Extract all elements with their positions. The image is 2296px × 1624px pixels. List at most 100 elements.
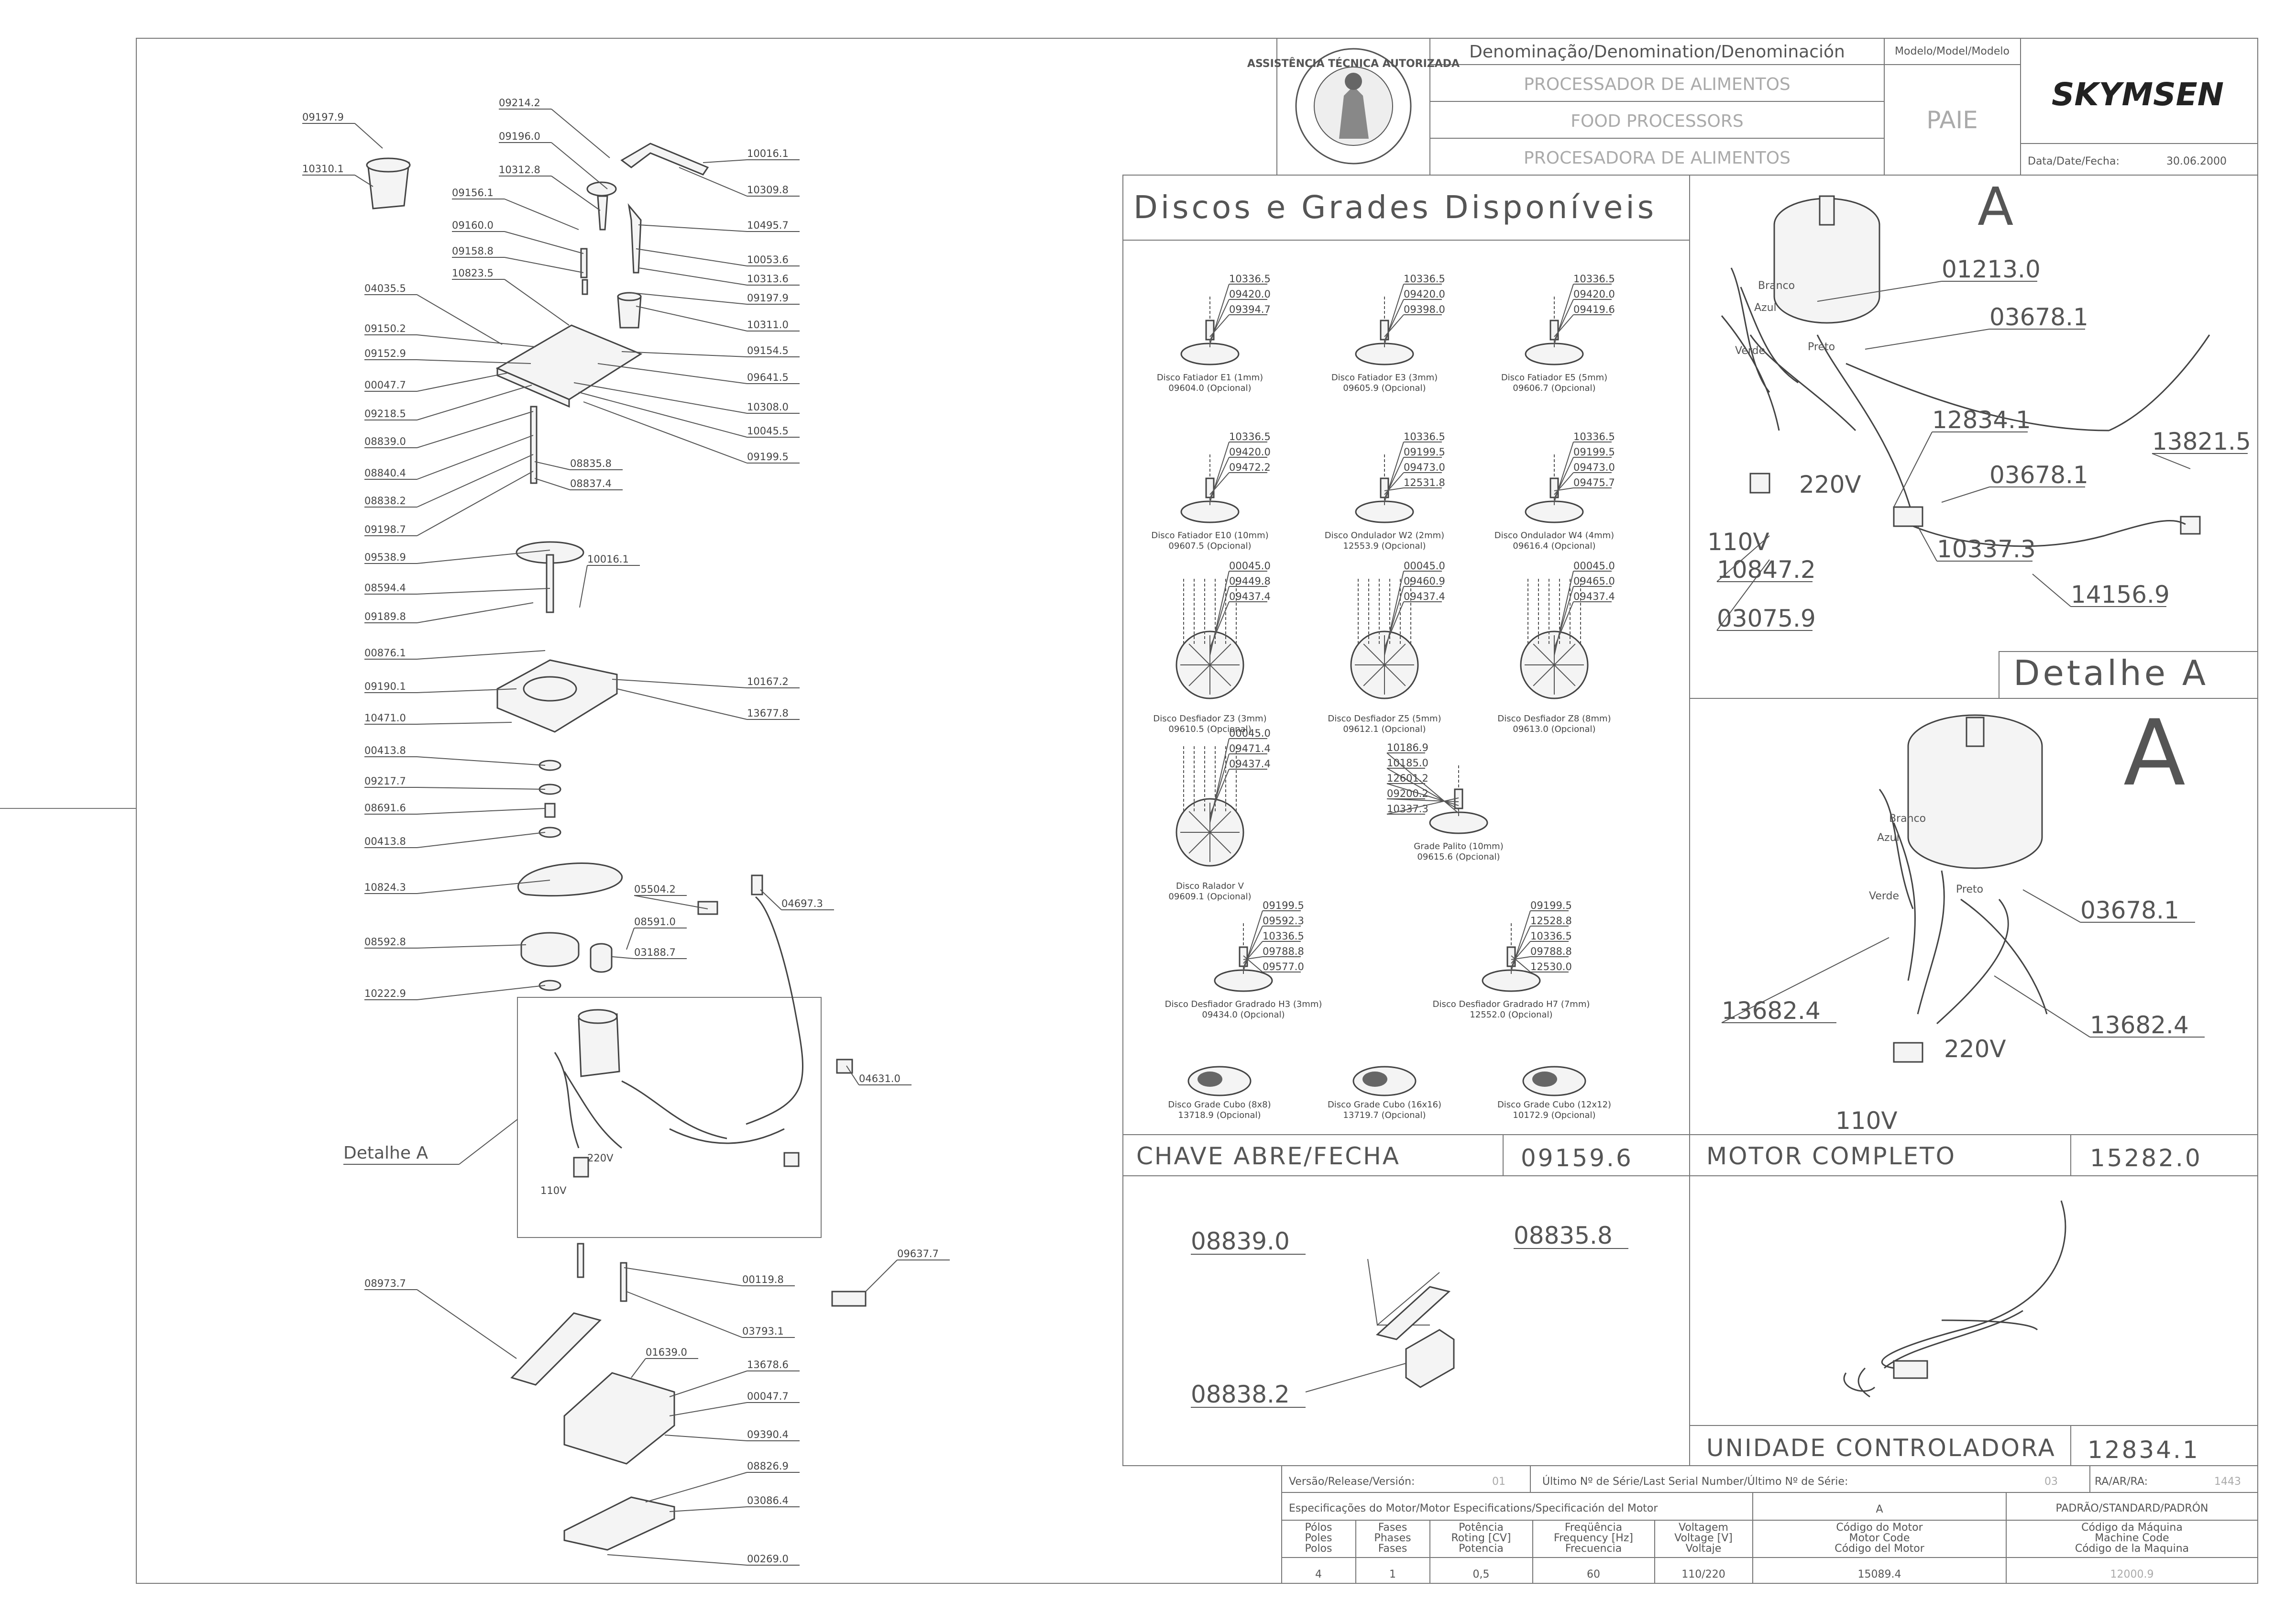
disc-grid	[1197, 1072, 1222, 1087]
volt-110-exploded: 110V	[540, 1185, 567, 1196]
disc-code: 13718.9 (Opcional)	[1178, 1110, 1261, 1120]
part-number: 10053.6	[747, 254, 789, 265]
leader-line	[1243, 941, 1263, 964]
leader-line	[534, 478, 571, 490]
val-power: 0,5	[1473, 1569, 1490, 1580]
leader-line	[638, 224, 747, 232]
leader-line	[1716, 535, 1770, 582]
disc-code: 09607.5 (Opcional)	[1168, 541, 1251, 551]
part-number: 10336.5	[1263, 930, 1304, 942]
part-number: 09538.9	[364, 552, 406, 563]
exploded-callout: 10016.1	[703, 148, 800, 163]
disc-item: 09199.509592.310336.509788.809577.0Disco…	[1165, 900, 1322, 1020]
val-machine-code: 12000.9	[2110, 1569, 2154, 1580]
part-number: 09577.0	[1263, 961, 1304, 972]
exploded-callout: 03188.7	[612, 947, 687, 959]
part-number: 10336.5	[1573, 431, 1615, 442]
part-number: 01639.0	[646, 1347, 687, 1358]
disc-code: 09612.1 (Opcional)	[1343, 724, 1426, 734]
disc-name: Disco Desfiador Gradrado H3 (3mm)	[1165, 999, 1322, 1009]
exploded-callout: 09196.0	[499, 131, 608, 189]
model-header: Modelo/Model/Modelo	[1895, 45, 2010, 57]
part-number: 03678.1	[2080, 896, 2179, 924]
part-number: 09475.7	[1573, 477, 1615, 488]
volt-110-top: 110V	[1707, 528, 1769, 556]
hdr-poles-2: Poles	[1305, 1532, 1332, 1544]
part-number: 10823.5	[452, 267, 494, 279]
exploded-callout: 10045.5	[578, 392, 800, 438]
leader-line	[579, 565, 588, 608]
part-number: 10309.8	[747, 184, 789, 196]
disc-item: Disco Grade Cubo (8x8)13718.9 (Opcional)	[1168, 1066, 1271, 1120]
part-number: 09152.9	[364, 348, 406, 359]
leader-line	[1386, 768, 1459, 810]
detalhe-a-text: Detalhe A	[343, 1143, 428, 1163]
exploded-callout: 10312.8	[499, 164, 601, 211]
leader-line	[417, 756, 546, 766]
disc-name: Disco Desfiador Z5 (5mm)	[1328, 714, 1441, 724]
wire-azul-top: Azul	[1754, 302, 1777, 314]
detail-callout: 13682.4	[1721, 937, 1890, 1025]
part-number: 04697.3	[781, 898, 823, 909]
hdr-voltage-2: Voltage [V]	[1674, 1532, 1733, 1544]
part-number: 09218.5	[364, 408, 406, 420]
exploded-callout: 00413.8	[364, 832, 546, 848]
date-value: 30.06.2000	[2166, 155, 2227, 167]
exploded-callout: 10823.5	[452, 267, 570, 326]
disc-blade	[1188, 832, 1210, 854]
disc-name: Disco Fatiador E1 (1mm)	[1157, 373, 1263, 383]
leader-line	[1209, 314, 1230, 337]
part-number: 09160.0	[452, 220, 494, 231]
disc-code: 09613.0 (Opcional)	[1513, 724, 1595, 734]
leader-line	[669, 1506, 747, 1512]
detail-callout: 03075.9	[1716, 559, 1816, 632]
part-number: 09394.7	[1229, 304, 1271, 315]
exploded-callout: 10311.0	[636, 306, 800, 331]
leader-line	[354, 123, 383, 149]
disc-blade	[1209, 643, 1231, 665]
disc-name: Disco Ondulador W4 (4mm)	[1494, 530, 1614, 541]
disc-code: 09606.7 (Opcional)	[1513, 383, 1595, 393]
part-number: 09788.8	[1530, 946, 1572, 957]
exploded-callout: 09152.9	[364, 348, 531, 364]
part-number: 04631.0	[859, 1073, 901, 1084]
part-number: 10471.0	[364, 712, 406, 724]
part-number: 09390.4	[747, 1429, 789, 1440]
leader-line	[534, 461, 571, 470]
exploded-callout: 09198.7	[364, 471, 534, 536]
disc-blade	[1209, 832, 1231, 854]
part-number: 10016.1	[747, 148, 789, 159]
part-number: 12531.8	[1404, 477, 1445, 488]
leader-line	[417, 334, 536, 347]
exploded-callout: 09217.7	[364, 775, 546, 790]
exploded-callout: 08973.7	[364, 1278, 517, 1359]
exploded-callout: 10313.6	[638, 267, 800, 286]
part-number: 10336.5	[1530, 930, 1572, 942]
exploded-parts	[366, 143, 867, 1551]
part-number: 09437.4	[1229, 758, 1271, 770]
disc-blade	[1188, 811, 1210, 833]
exploded-callout: 10167.2	[612, 676, 800, 688]
part-number: 09465.0	[1573, 575, 1615, 587]
leader-line	[1554, 314, 1574, 337]
part-number: 10336.5	[1404, 273, 1445, 285]
part-number: 08838.2	[1191, 1381, 1290, 1408]
disc-blade	[1188, 664, 1210, 686]
exploded-callout: 00047.7	[364, 373, 507, 392]
part-number: 09158.8	[452, 245, 494, 257]
denomination-header: Denominação/Denomination/Denominación	[1469, 42, 1845, 62]
disc-code: 09615.6 (Opcional)	[1417, 852, 1500, 862]
ra-label: RA/AR/RA:	[2095, 1476, 2148, 1488]
hdr-machine-code-3: Código de la Maquina	[2075, 1543, 2189, 1555]
exploded-callout: 09199.5	[583, 401, 800, 464]
disc-code: 09434.0 (Opcional)	[1202, 1010, 1285, 1020]
detail-callout: 01213.0	[1817, 255, 2041, 302]
exploded-callout: 08835.8	[534, 458, 623, 470]
wire-branco-bottom: Branco	[1889, 813, 1926, 825]
brand-logo: SKYMSEN	[2052, 76, 2224, 113]
leader-line	[504, 257, 584, 273]
leader-line	[631, 292, 747, 305]
exploded-callout: 09214.2	[499, 97, 610, 158]
